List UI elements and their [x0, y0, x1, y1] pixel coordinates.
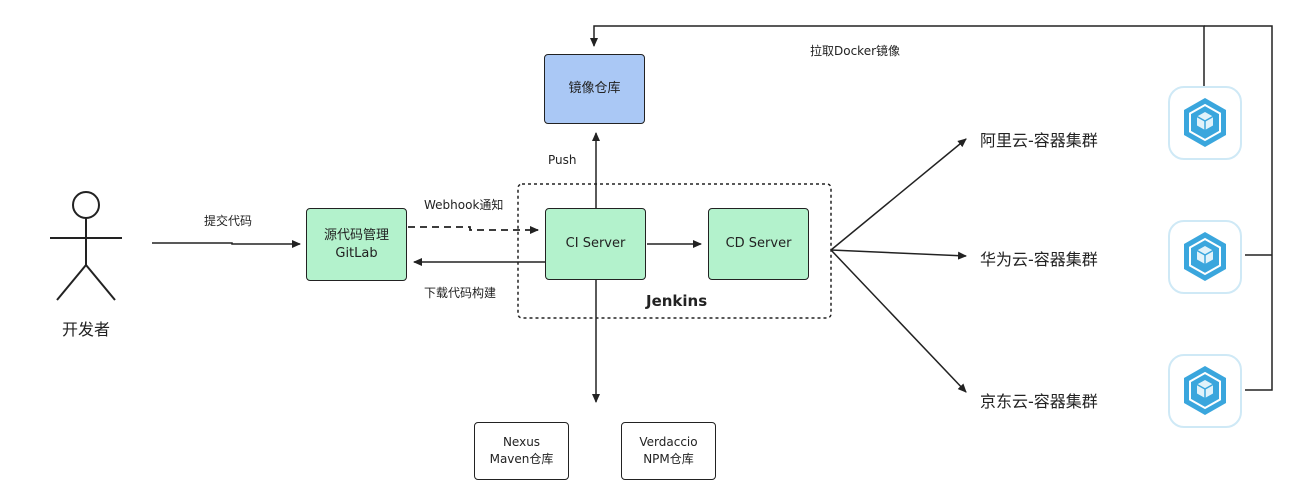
kubernetes-icon: [1168, 354, 1242, 428]
edge-commit: [152, 240, 301, 248]
edge-label-push: Push: [548, 153, 577, 167]
developer-label: 开发者: [62, 320, 111, 339]
gitlab-label-line2: GitLab: [335, 245, 378, 261]
cd-server-node: CD Server: [708, 208, 809, 280]
nexus-label-line1: Nexus: [502, 435, 541, 449]
jenkins-group-title: Jenkins: [646, 292, 708, 310]
kubernetes-icon: [1168, 220, 1242, 294]
edge-deploy-huawei: [830, 249, 967, 260]
image-registry-label: 镜像仓库: [568, 81, 621, 96]
developer-figure: [50, 191, 122, 301]
kubernetes-icon: [1168, 86, 1242, 160]
gitlab-node: 源代码管理 GitLab: [306, 208, 407, 281]
ci-server-node: CI Server: [545, 208, 646, 280]
edge-pull-bus: [1204, 25, 1273, 391]
edge-label-webhook: Webhook通知: [424, 198, 504, 212]
edge-label-pull-image: 拉取Docker镜像: [810, 44, 901, 58]
cd-server-label: CD Server: [725, 236, 792, 251]
verdaccio-label-line2: NPM仓库: [643, 452, 694, 466]
cluster-label-jd: 京东云-容器集群: [980, 392, 1098, 411]
edge-deploy-jd: [830, 249, 967, 393]
cluster-label-aliyun: 阿里云-容器集群: [980, 131, 1098, 150]
nexus-label-line2: Maven仓库: [489, 452, 554, 466]
cluster-label-huawei: 华为云-容器集群: [980, 250, 1098, 269]
edge-deploy-aliyun: [830, 138, 967, 251]
edge-label-commit: 提交代码: [204, 214, 253, 228]
nexus-node: Nexus Maven仓库: [474, 422, 569, 480]
edge-label-download: 下载代码构建: [424, 286, 497, 300]
ci-server-label: CI Server: [565, 236, 626, 251]
edge-pull-image: [590, 25, 1205, 87]
verdaccio-node: Verdaccio NPM仓库: [621, 422, 716, 480]
gitlab-label-line1: 源代码管理: [323, 227, 389, 243]
image-registry-node: 镜像仓库: [544, 54, 645, 124]
verdaccio-label-line1: Verdaccio: [639, 435, 698, 449]
edge-webhook: [408, 226, 539, 234]
